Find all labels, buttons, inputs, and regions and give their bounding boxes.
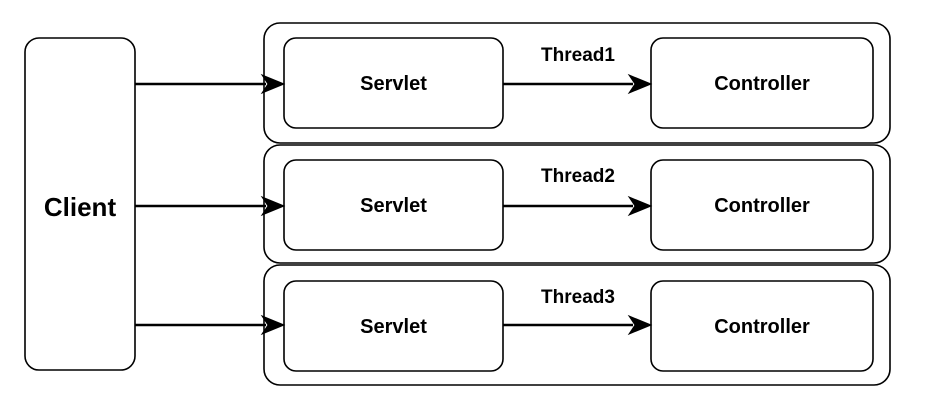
- arrow-head-icon: [627, 73, 653, 95]
- servlet-label: Servlet: [360, 195, 427, 217]
- thread-group-3: Servlet Controller Thread3: [135, 264, 891, 386]
- client-box: [24, 37, 136, 371]
- thread-group-1: Servlet Controller Thread1: [135, 22, 891, 144]
- client-node: Client: [24, 37, 136, 371]
- controller-box: [650, 280, 874, 372]
- thread-group-2: Servlet Controller Thread2: [135, 144, 891, 264]
- client-label: Client: [44, 192, 117, 222]
- controller-box: [650, 159, 874, 251]
- thread-label: Thread2: [541, 166, 615, 187]
- arrow-head-icon: [260, 314, 286, 336]
- controller-label: Controller: [714, 195, 810, 217]
- arrow-head-icon: [627, 314, 653, 336]
- controller-label: Controller: [714, 73, 810, 95]
- servlet-label: Servlet: [360, 73, 427, 95]
- servlet-label: Servlet: [360, 316, 427, 338]
- arrow-head-icon: [627, 195, 653, 217]
- controller-box: [650, 37, 874, 129]
- controller-label: Controller: [714, 316, 810, 338]
- arrow-head-icon: [260, 73, 286, 95]
- thread-label: Thread1: [541, 45, 615, 66]
- arrow-head-icon: [260, 195, 286, 217]
- thread-label: Thread3: [541, 287, 615, 308]
